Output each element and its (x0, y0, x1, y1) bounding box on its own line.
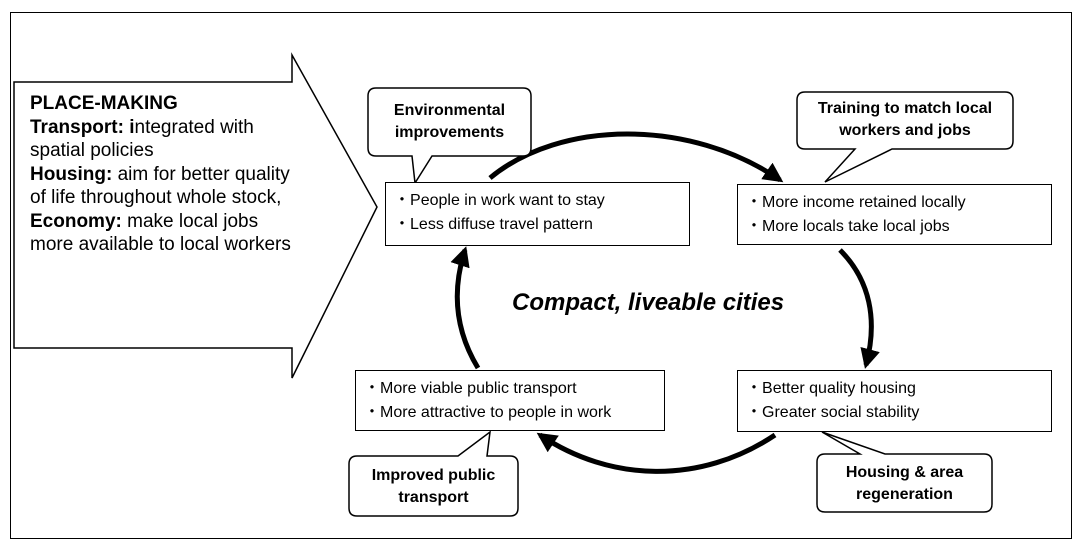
place-making-heading: PLACE-MAKING (30, 93, 178, 114)
callout-housing-regen-text: Housing & area regeneration (817, 462, 992, 506)
box-line: People in work want to stay (394, 189, 689, 213)
box-income-retained: More income retained locally More locals… (737, 184, 1052, 245)
economy-label: Economy: (30, 210, 122, 232)
callout-line: workers and jobs (839, 122, 971, 139)
cycle-arrow-left (450, 246, 481, 370)
diagram-frame (10, 12, 1072, 539)
box-better-housing: Better quality housing Greater social st… (737, 370, 1052, 432)
box-line: More income retained locally (746, 191, 1051, 215)
housing-label: Housing: (30, 163, 113, 185)
cycle-arrow-top (488, 131, 784, 183)
callout-environmental-text: Environmental improvements (368, 100, 531, 144)
box-line: Less diffuse travel pattern (394, 213, 689, 237)
cycle-arrow-right (838, 248, 880, 369)
economy-text: make local jobs more available to local … (30, 210, 291, 256)
callout-line: transport (398, 489, 469, 506)
callout-training-text: Training to match local workers and jobs (797, 98, 1013, 142)
housing-text: aim for better quality of life throughou… (30, 163, 290, 209)
callout-public-transport (348, 430, 519, 517)
callout-line: improvements (394, 124, 505, 141)
callout-line: Environmental (393, 102, 506, 119)
callout-line: Housing & area (845, 464, 964, 481)
callout-environmental (367, 87, 532, 186)
callout-housing-regen (816, 431, 993, 513)
center-title: Compact, liveable cities (512, 289, 785, 316)
box-line: More viable public transport (364, 377, 664, 401)
callout-line: Training to match local (817, 100, 993, 117)
box-public-transport: More viable public transport More attrac… (355, 370, 665, 431)
box-line: Greater social stability (746, 401, 1051, 425)
box-people-in-work: People in work want to stay Less diffuse… (385, 182, 690, 246)
callout-line: Improved public (371, 467, 496, 484)
box-line: More locals take local jobs (746, 215, 1051, 239)
callout-training (796, 91, 1014, 183)
transport-label: Transport: i (30, 116, 135, 138)
place-making-arrow (13, 52, 378, 379)
callout-public-transport-text: Improved public transport (349, 465, 518, 509)
transport-text: ntegrated with spatial policies (30, 116, 254, 162)
place-making-text: PLACE-MAKING Transport: integrated with … (30, 92, 300, 257)
cycle-arrow-bottom (536, 432, 777, 474)
box-line: More attractive to people in work (364, 401, 664, 425)
callout-line: regeneration (856, 486, 953, 503)
box-line: Better quality housing (746, 377, 1051, 401)
